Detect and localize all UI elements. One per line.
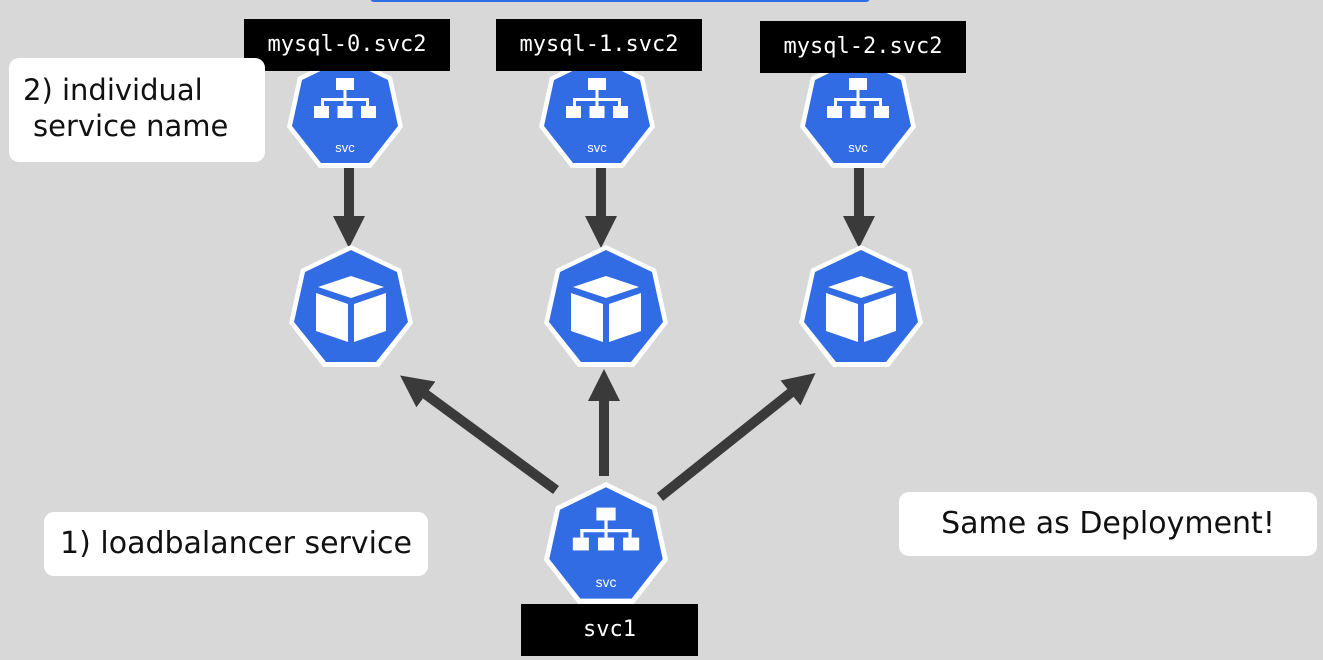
dns-label-mysql-1: mysql-1.svc2: [496, 19, 702, 71]
dns-label-mysql-2: mysql-2.svc2: [760, 21, 966, 73]
dns-label-mysql-0: mysql-0.svc2: [244, 19, 450, 71]
service-icon-label: svc: [848, 140, 868, 155]
service-icon-label: svc: [587, 140, 607, 155]
top-frame-edge: [370, 0, 870, 2]
pod-icon[interactable]: [544, 245, 668, 367]
service-icon[interactable]: svc: [543, 481, 669, 604]
pod-icon[interactable]: [289, 245, 413, 367]
callout-individual-service-name: 2) individual service name: [9, 58, 265, 162]
callout-same-as-deployment: Same as Deployment!: [899, 492, 1317, 556]
service-icon[interactable]: svc: [539, 54, 655, 168]
pod-icon[interactable]: [799, 245, 923, 367]
dns-label-svc1: svc1: [521, 604, 698, 656]
callout-individual-line1: 2) individual: [23, 73, 203, 107]
service-icon[interactable]: svc: [800, 54, 916, 168]
callout-loadbalancer-service: 1) loadbalancer service: [44, 512, 428, 576]
arrow-lb-to-pod2: [656, 373, 816, 501]
arrow-lb-to-pod0: [400, 375, 559, 495]
service-icon-label: svc: [596, 574, 617, 590]
service-icon-label: svc: [335, 140, 355, 155]
callout-individual-line2: service name: [33, 109, 229, 143]
service-icon[interactable]: svc: [287, 54, 403, 168]
